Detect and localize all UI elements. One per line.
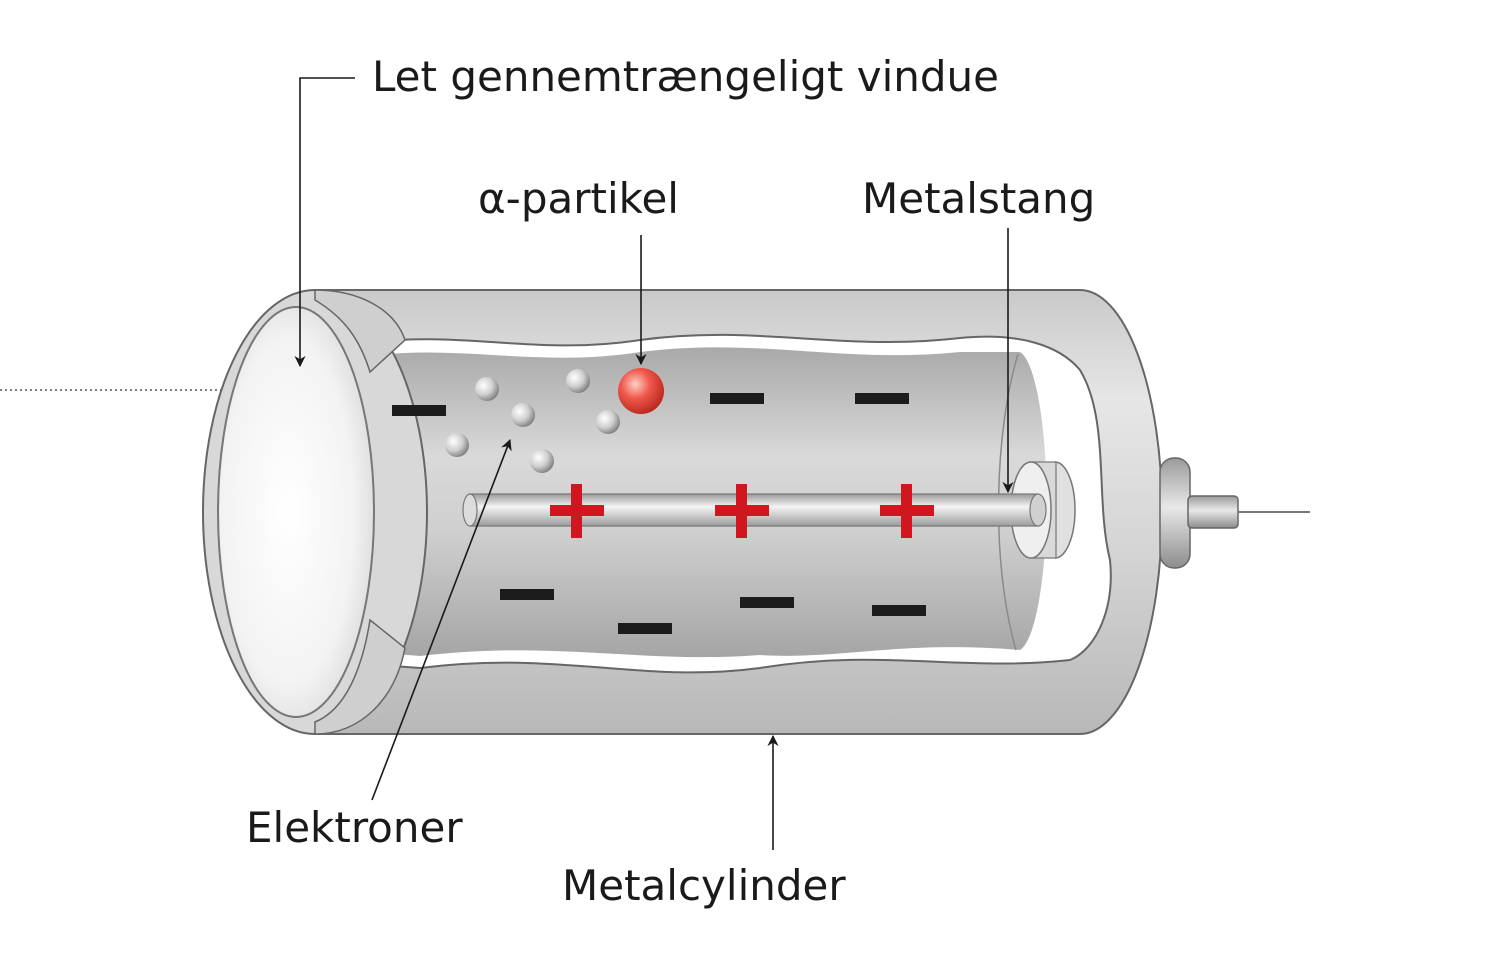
minus-charges [392, 393, 926, 634]
electrons [445, 369, 620, 473]
electrons-leader-line [371, 438, 512, 801]
electron [475, 377, 499, 401]
electron [511, 403, 535, 427]
minus-charge [710, 393, 764, 404]
minus-charge [872, 605, 926, 616]
rim-thickness-bottom [314, 618, 406, 735]
cylinder-label: Metalcylinder [562, 861, 846, 910]
connector-housing [1159, 457, 1191, 569]
electron [445, 433, 469, 457]
connector-pin [1187, 495, 1239, 529]
minus-charge [618, 623, 672, 634]
rod-end [1029, 493, 1047, 527]
electron [530, 449, 554, 473]
plus-charge [715, 484, 769, 538]
rod-tip [462, 493, 478, 527]
minus-charge [392, 405, 446, 416]
alpha-particle-label: α-partikel [478, 174, 679, 223]
minus-charge [855, 393, 909, 404]
plus-charges [550, 484, 934, 538]
electrons-label: Elektroner [246, 803, 463, 852]
rod-label: Metalstang [862, 174, 1095, 223]
window-leader-line [294, 77, 355, 368]
plus-charge [880, 484, 934, 538]
thin-window [217, 306, 375, 718]
alpha-particle [618, 368, 664, 414]
rim-thickness-top [314, 289, 406, 374]
electron [596, 410, 620, 434]
electron [566, 369, 590, 393]
minus-charge [740, 597, 794, 608]
window-label: Let gennemtrængeligt vindue [372, 52, 999, 101]
plus-charge [550, 484, 604, 538]
minus-charge [500, 589, 554, 600]
